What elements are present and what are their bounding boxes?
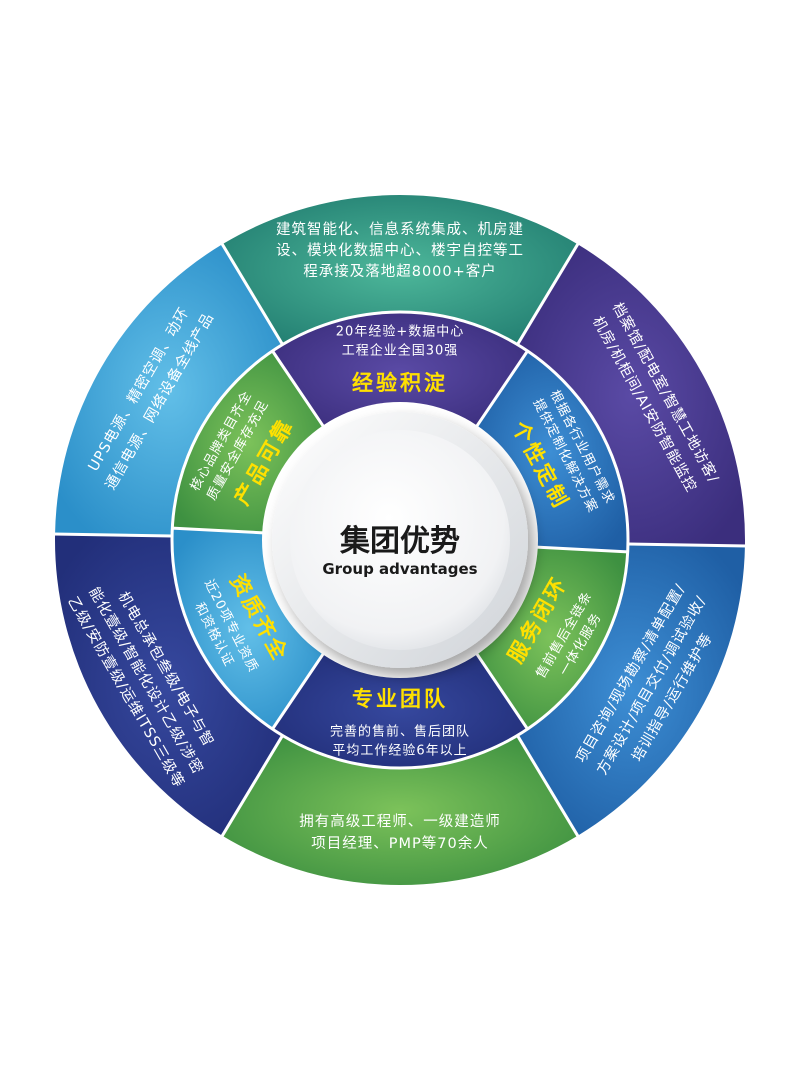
inner-ring <box>170 310 630 770</box>
outer-text-line: 拥有高级工程师、一级建造师 <box>299 813 501 830</box>
outer-separator <box>516 241 581 346</box>
outer-text-line: 项目经理、PMP等70余人 <box>311 834 488 852</box>
inner-text-line: 工程企业全国30强 <box>342 343 459 359</box>
inner-text-line: 完善的售前、售后团队 <box>330 724 470 740</box>
inner-separator <box>172 526 269 535</box>
outer-text-line: 建筑智能化、信息系统集成、机房建 <box>276 221 524 238</box>
segment-title-experience: 经验积淀 <box>352 371 448 395</box>
outer-ring <box>53 195 747 885</box>
inner-segment-product <box>172 350 327 534</box>
outer-text-line: 程承接及落地超8000+客户 <box>303 263 497 280</box>
outer-separator <box>53 532 173 538</box>
center-hub: 集团优势 Group advantages <box>262 402 538 678</box>
outer-segment-custom <box>517 244 745 547</box>
segment-title: 经验积淀 <box>352 371 448 395</box>
outer-segment-qualification <box>55 533 283 836</box>
outer-separator <box>219 734 284 839</box>
segment-title-team: 专业团队 <box>352 687 448 711</box>
outer-segment-team <box>222 735 578 885</box>
center-inner-disc <box>290 430 510 650</box>
outer-segment-experience <box>222 195 578 345</box>
outer-text-line: 设、模块化数据中心、楼宇自控等工 <box>276 241 524 259</box>
ring-divider <box>170 310 630 770</box>
inner-text-line: 20年经验+数据中心 <box>336 324 464 340</box>
inner-segment-custom <box>473 350 628 552</box>
outer-separator <box>219 241 284 346</box>
inner-separator <box>271 350 328 432</box>
inner-separator <box>472 350 529 432</box>
inner-segment-experience <box>272 312 528 431</box>
inner-separator <box>531 545 628 554</box>
inner-separator <box>472 648 529 730</box>
inner-segment-service <box>473 546 628 730</box>
segment-title: 专业团队 <box>352 687 448 711</box>
outer-segment-service <box>517 543 745 836</box>
inner-segment-qualification <box>171 528 327 730</box>
inner-separator <box>271 648 328 730</box>
outer-separator <box>516 734 581 839</box>
inner-segment-team <box>272 649 528 768</box>
inner-text-line: 平均工作经验6年以上 <box>332 743 467 759</box>
outer-text-experience: 建筑智能化、信息系统集成、机房建设、模块化数据中心、楼宇自控等工程承接及落地超8… <box>276 221 524 280</box>
center-title: 集团优势 <box>339 524 460 559</box>
outer-segment-product <box>55 244 283 537</box>
center-subtitle: Group advantages <box>322 560 477 578</box>
outer-separator <box>627 542 747 548</box>
